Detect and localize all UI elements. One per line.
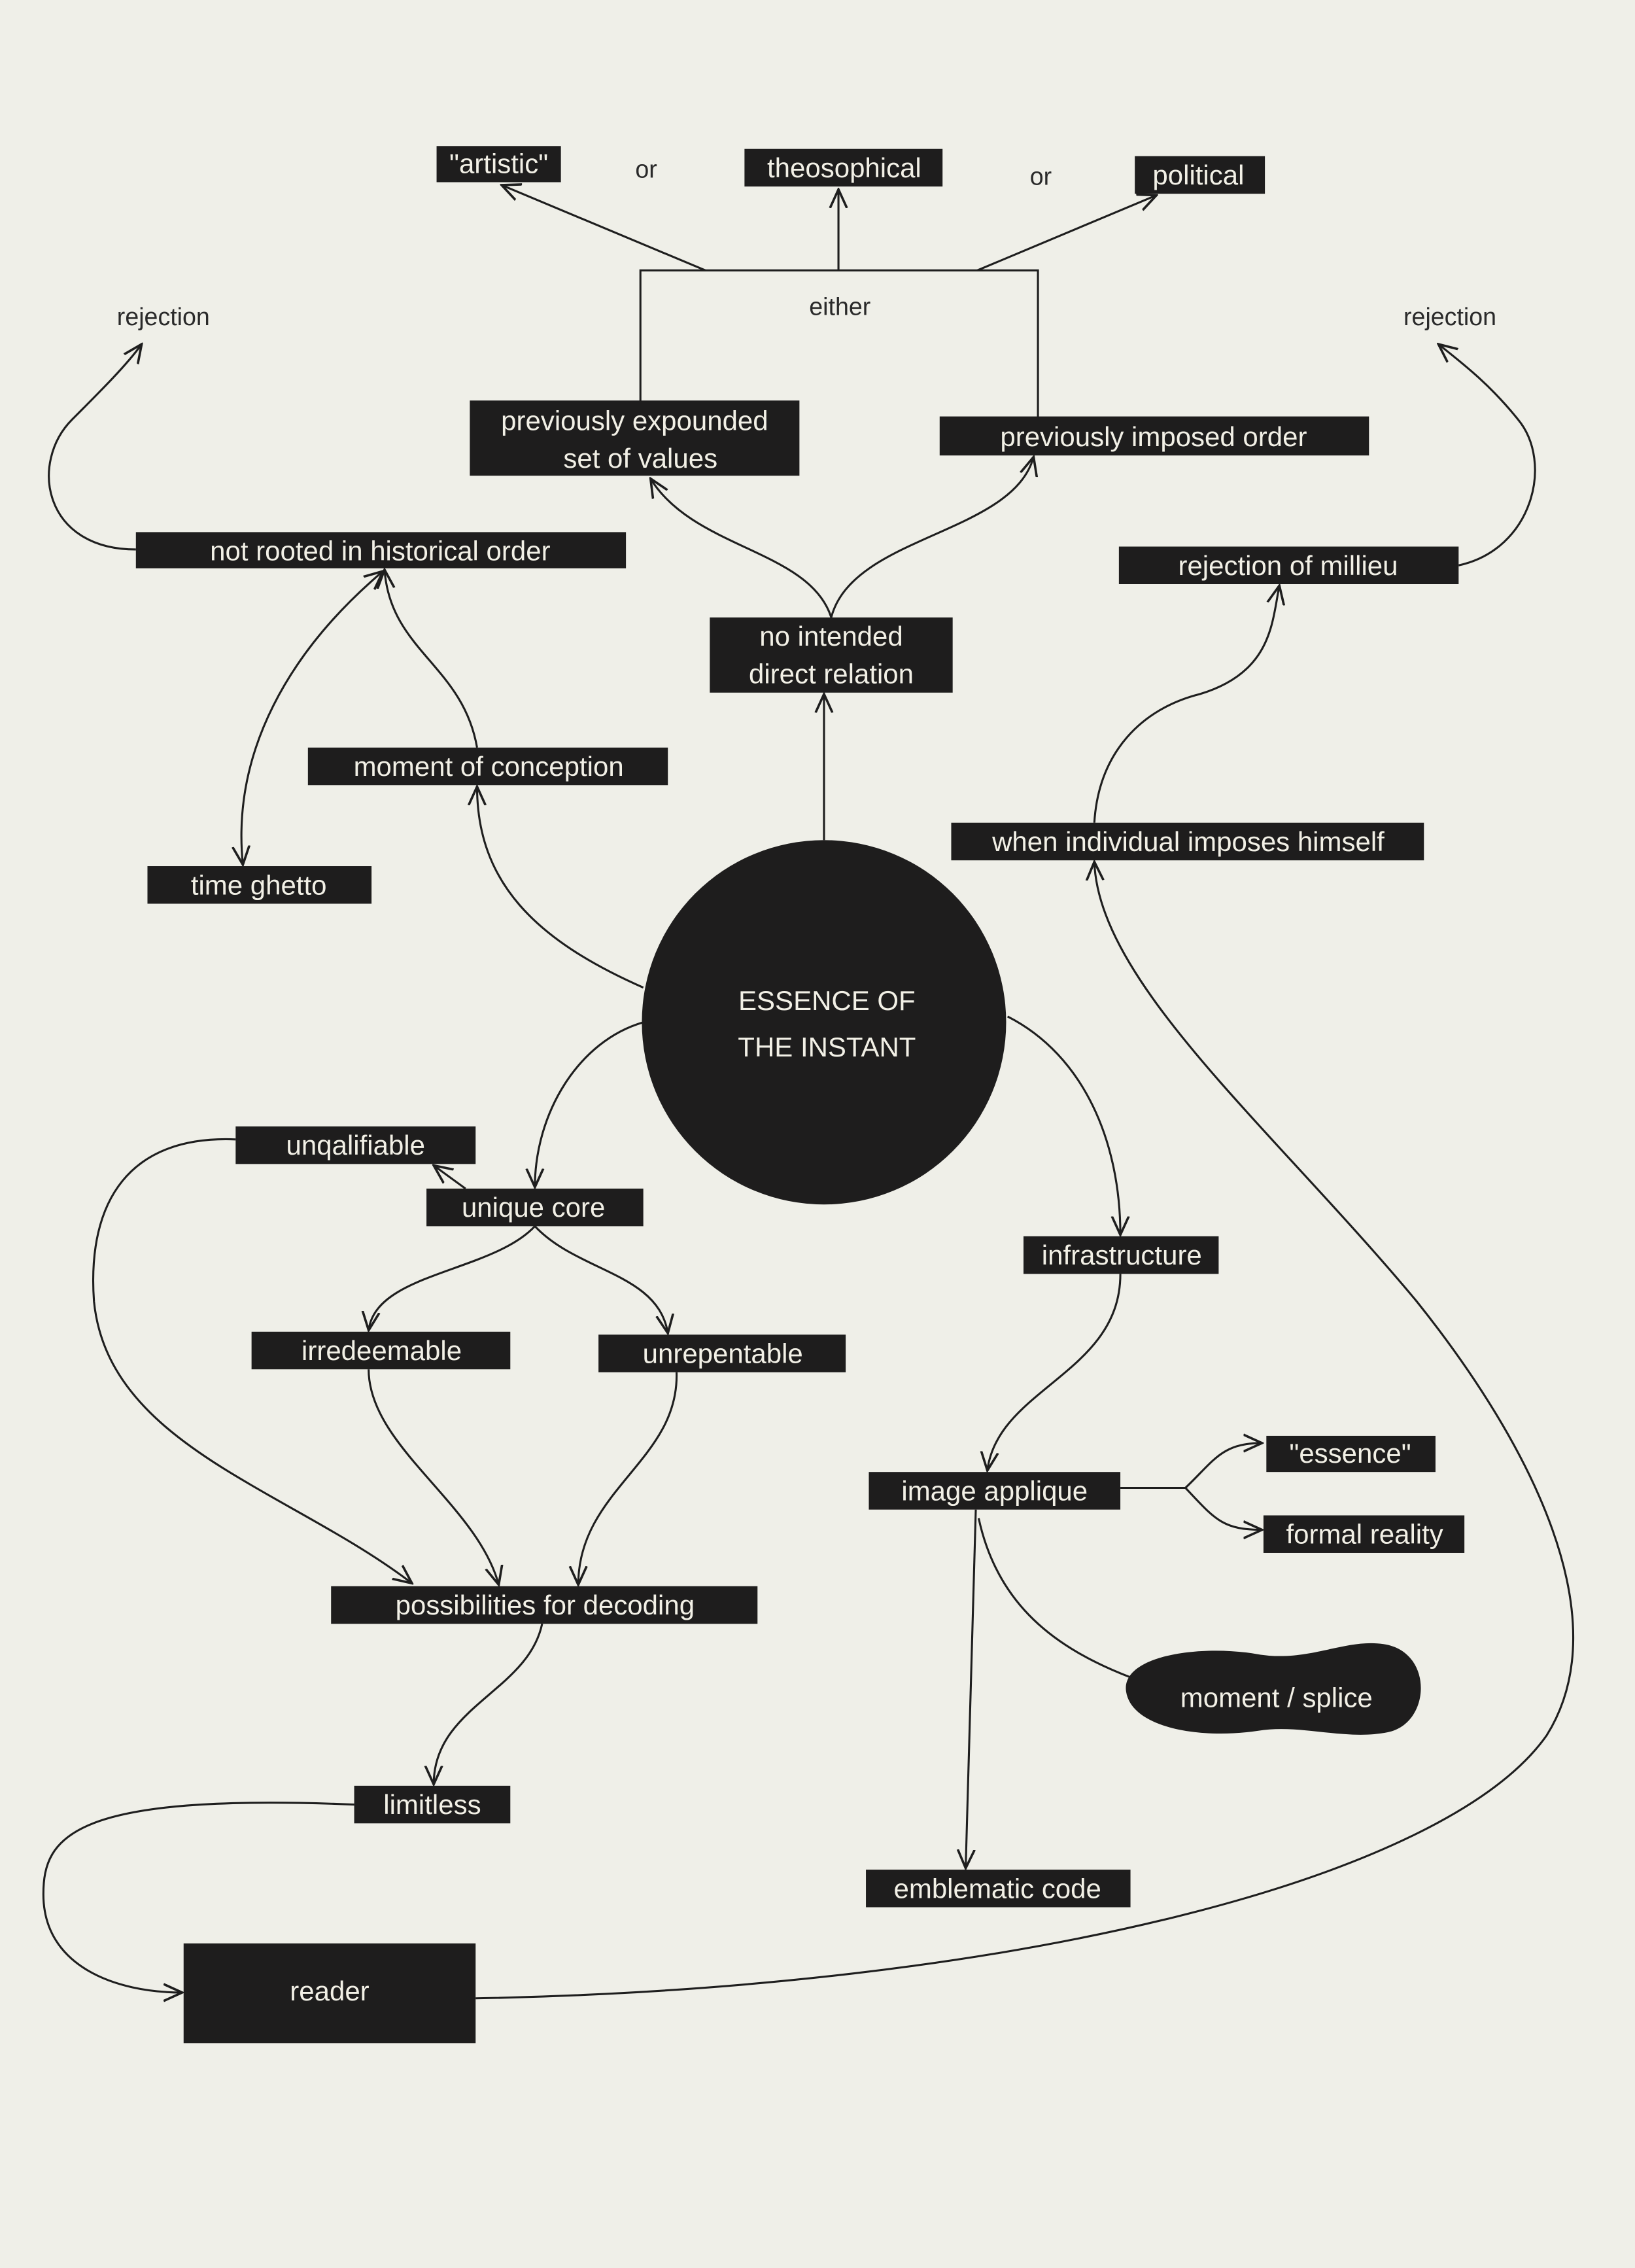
- svg-text:"essence": "essence": [1289, 1438, 1411, 1469]
- svg-text:infrastructure: infrastructure: [1042, 1240, 1202, 1270]
- svg-text:no intended: no intended: [759, 621, 903, 652]
- node-individual-imposes: when individual imposes himself: [951, 822, 1424, 861]
- svg-text:previously imposed order: previously imposed order: [1000, 421, 1307, 452]
- svg-text:unique core: unique core: [462, 1192, 605, 1223]
- arrow-to-unique-core: [535, 1021, 644, 1187]
- node-image-applique: image applique: [869, 1472, 1121, 1510]
- arrow-to-rejection-milieu: [1093, 585, 1279, 823]
- svg-text:set of values: set of values: [563, 443, 717, 474]
- node-infrastructure: infrastructure: [1023, 1236, 1219, 1274]
- svg-text:THE INSTANT: THE INSTANT: [738, 1032, 916, 1062]
- svg-text:previously expounded: previously expounded: [501, 406, 768, 436]
- node-previously-imposed-order: previously imposed order: [939, 416, 1369, 456]
- arrow-to-essence: [1184, 1443, 1262, 1489]
- svg-text:unqalifiable: unqalifiable: [286, 1130, 425, 1160]
- node-moment-splice: moment / splice: [1126, 1643, 1421, 1735]
- svg-text:limitless: limitless: [383, 1789, 481, 1820]
- svg-text:rejection of millieu: rejection of millieu: [1178, 550, 1398, 581]
- arrow-to-emblematic-code: [966, 1509, 977, 1868]
- node-reader: reader: [183, 1943, 476, 2044]
- svg-text:time ghetto: time ghetto: [191, 869, 327, 900]
- svg-text:formal reality: formal reality: [1286, 1519, 1443, 1550]
- svg-text:reader: reader: [290, 1976, 369, 2006]
- svg-text:moment of conception: moment of conception: [354, 751, 624, 782]
- arrow-to-unqalifiable: [434, 1166, 466, 1190]
- arrow-to-unrepentable: [534, 1225, 668, 1333]
- arrow-unrepentable-to-possibilities: [578, 1372, 678, 1585]
- svg-text:moment / splice: moment / splice: [1180, 1683, 1373, 1713]
- arrow-to-rejection-left: [48, 344, 142, 551]
- node-time-ghetto: time ghetto: [147, 866, 372, 904]
- svg-text:"artistic": "artistic": [449, 148, 548, 179]
- svg-text:direct relation: direct relation: [749, 659, 914, 689]
- svg-text:ESSENCE OF: ESSENCE OF: [738, 985, 916, 1016]
- node-unrepentable: unrepentable: [598, 1335, 846, 1372]
- arrow-to-rejection-right: [1438, 344, 1536, 567]
- node-not-rooted: not rooted in historical order: [135, 532, 627, 568]
- arrow-to-image-applique: [988, 1274, 1122, 1471]
- node-emblematic-code: emblematic code: [866, 1870, 1131, 1908]
- or-label-left: or: [635, 156, 657, 183]
- node-moment-of-conception: moment of conception: [307, 747, 668, 786]
- node-rejection-of-milieu: rejection of millieu: [1118, 546, 1459, 584]
- arrow-to-imposed-order: [830, 457, 1033, 618]
- line-to-moment-splice: [977, 1518, 1131, 1679]
- svg-text:when individual imposes himsel: when individual imposes himself: [991, 826, 1385, 857]
- node-irredeemable: irredeemable: [251, 1331, 511, 1370]
- node-possibilities-for-decoding: possibilities for decoding: [331, 1586, 758, 1624]
- svg-text:theosophical: theosophical: [767, 152, 921, 183]
- arrow-to-irredeemable: [369, 1225, 536, 1330]
- node-artistic: "artistic": [436, 146, 561, 183]
- or-label-right: or: [1030, 163, 1052, 190]
- arrow-reader-to-individual: [475, 862, 1575, 2000]
- svg-text:emblematic code: emblematic code: [894, 1873, 1101, 1904]
- node-political: political: [1135, 156, 1265, 194]
- arrow-to-not-rooted: [385, 570, 478, 748]
- rejection-label-right: rejection: [1403, 303, 1496, 330]
- connectors: [42, 185, 1575, 2000]
- rejection-label-left: rejection: [117, 303, 210, 330]
- arrow-to-reader: [42, 1802, 354, 1993]
- either-label: either: [809, 293, 870, 321]
- node-limitless: limitless: [354, 1785, 511, 1824]
- node-essence: "essence": [1266, 1435, 1436, 1473]
- arrow-to-limitless: [434, 1623, 543, 1784]
- arrow-to-political: [976, 195, 1156, 271]
- arrow-unqalifiable-to-possibilities: [92, 1138, 412, 1583]
- node-unique-core: unique core: [426, 1188, 644, 1227]
- node-theosophical: theosophical: [744, 148, 943, 187]
- svg-text:unrepentable: unrepentable: [643, 1338, 803, 1369]
- svg-text:possibilities for decoding: possibilities for decoding: [396, 1590, 695, 1620]
- svg-text:political: political: [1152, 160, 1244, 190]
- arrow-to-expounded: [651, 479, 833, 618]
- node-formal-reality: formal reality: [1263, 1515, 1465, 1553]
- arrow-to-formal-reality: [1184, 1487, 1262, 1529]
- arrow-to-moment-conception: [477, 786, 644, 989]
- node-previously-expounded: previously expounded set of values: [470, 400, 800, 476]
- svg-text:not rooted in historical order: not rooted in historical order: [210, 536, 550, 567]
- svg-text:image applique: image applique: [901, 1475, 1088, 1506]
- svg-text:irredeemable: irredeemable: [301, 1335, 462, 1366]
- center-node: ESSENCE OF THE INSTANT: [642, 840, 1007, 1205]
- arrow-to-time-ghetto: [241, 571, 383, 865]
- arrow-irredeemable-to-possibilities: [368, 1369, 499, 1584]
- arrow-to-infrastructure: [1007, 1015, 1120, 1235]
- node-no-intended-relation: no intended direct relation: [710, 617, 953, 693]
- arrow-to-artistic: [502, 185, 706, 271]
- node-unqalifiable: unqalifiable: [235, 1126, 476, 1164]
